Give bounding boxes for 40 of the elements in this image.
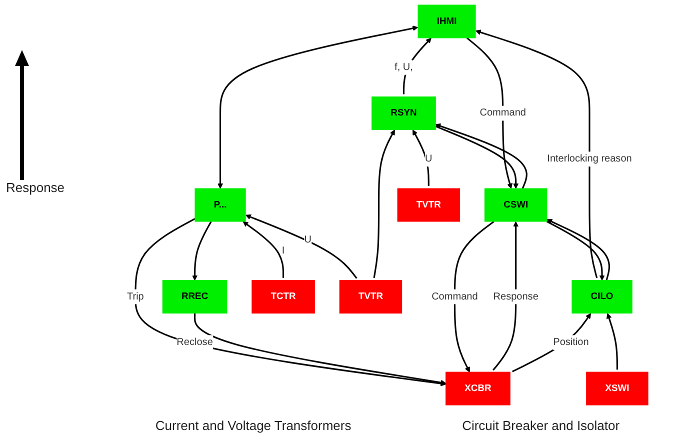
arrow xyxy=(512,313,591,372)
group-caption: Circuit Breaker and Isolator xyxy=(462,418,620,433)
edge-label: Position xyxy=(553,337,589,348)
arrow xyxy=(412,130,430,186)
edge-label: Trip xyxy=(126,291,144,302)
edge-label: Command xyxy=(480,108,526,118)
node-box: CSWI xyxy=(484,188,548,222)
node-box: TVTR xyxy=(397,188,460,222)
node-box: TCTR xyxy=(252,280,315,314)
edge-label: f, U, xyxy=(394,62,413,72)
node-box: RSYN xyxy=(372,96,436,130)
node-box: TVTR xyxy=(339,280,402,314)
arrow xyxy=(402,38,432,94)
arrow xyxy=(246,214,358,279)
arrow xyxy=(194,313,446,386)
edge-label: Interlocking reason xyxy=(547,153,632,164)
edge-label: U xyxy=(425,153,432,164)
arrow xyxy=(192,221,212,281)
arrow xyxy=(373,130,395,278)
edge-label: I xyxy=(282,245,285,256)
node-box: P... xyxy=(194,188,246,222)
node-box: XCBR xyxy=(446,372,510,406)
arrow xyxy=(134,218,446,386)
edge-label: Response xyxy=(493,291,538,302)
edge-label: Command xyxy=(432,291,478,302)
node-box: IHMI xyxy=(418,4,476,38)
arrow xyxy=(606,313,618,370)
group-caption: Current and Voltage Transformers xyxy=(155,418,352,433)
arrow xyxy=(454,220,494,372)
node-box: RREC xyxy=(162,280,228,314)
edge-label: U xyxy=(304,234,312,245)
arrow xyxy=(475,30,598,278)
arrow xyxy=(466,37,512,189)
arrow xyxy=(218,26,418,189)
edge-label: Reclose xyxy=(176,337,213,348)
arrow xyxy=(492,221,519,371)
node-box: CILO xyxy=(572,280,632,314)
arrow xyxy=(242,221,284,278)
arrow-label: Response xyxy=(6,180,66,195)
node-box: XSWI xyxy=(586,372,648,406)
